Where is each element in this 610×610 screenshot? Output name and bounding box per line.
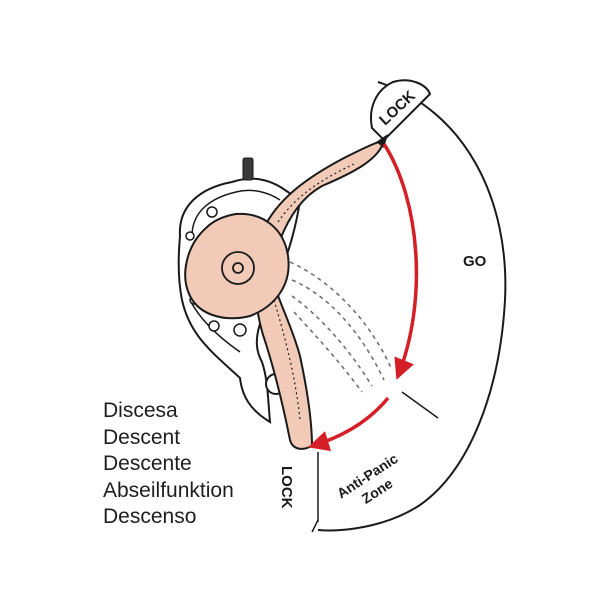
go-zone-divider <box>401 391 439 419</box>
lock-bottom-label: LOCK <box>278 466 295 509</box>
lock-top-zone: LOCK <box>370 79 432 142</box>
language-list: Discesa Descent Descente Abseilfunktion … <box>103 398 234 531</box>
language-item-german: Abseilfunktion <box>103 478 234 502</box>
language-item-spanish: Descenso <box>103 505 197 528</box>
pivot-cam-icon <box>184 212 290 320</box>
anti-panic-zone-label: Anti-Panic Zone <box>334 450 401 507</box>
language-item-french: Descente <box>103 452 192 475</box>
language-item-italian: Discesa <box>103 399 178 422</box>
go-arrow <box>382 143 419 380</box>
lock-arrow <box>307 396 390 452</box>
language-item-english: Descent <box>103 425 181 449</box>
handle-lever-icon <box>254 138 386 450</box>
outer-arc <box>317 81 507 532</box>
ghost-lever-positions <box>289 261 393 393</box>
go-label: GO <box>463 253 487 270</box>
lock-zone-divider <box>311 519 319 533</box>
